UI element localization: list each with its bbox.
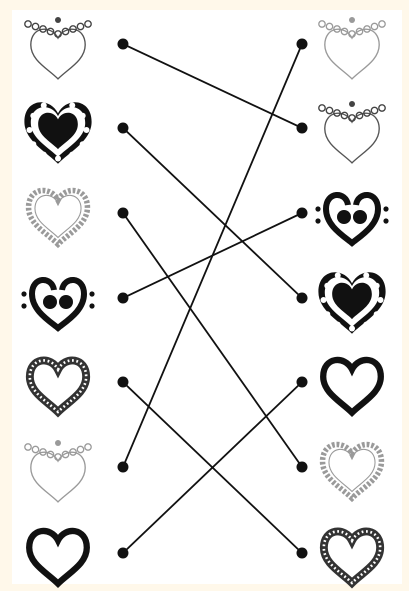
right-match-dot[interactable] <box>297 548 308 559</box>
right-match-dot[interactable] <box>297 39 308 50</box>
left-match-dot[interactable] <box>118 462 129 473</box>
right-match-dot[interactable] <box>297 377 308 388</box>
right-match-dot[interactable] <box>297 293 308 304</box>
left-match-dot[interactable] <box>118 123 129 134</box>
right-match-dot[interactable] <box>297 462 308 473</box>
left-match-dot[interactable] <box>118 377 129 388</box>
left-match-dot[interactable] <box>118 208 129 219</box>
left-match-dot[interactable] <box>118 293 129 304</box>
left-match-dot[interactable] <box>118 548 129 559</box>
right-match-dot[interactable] <box>297 123 308 134</box>
left-match-dot[interactable] <box>118 39 129 50</box>
right-match-dot[interactable] <box>297 208 308 219</box>
